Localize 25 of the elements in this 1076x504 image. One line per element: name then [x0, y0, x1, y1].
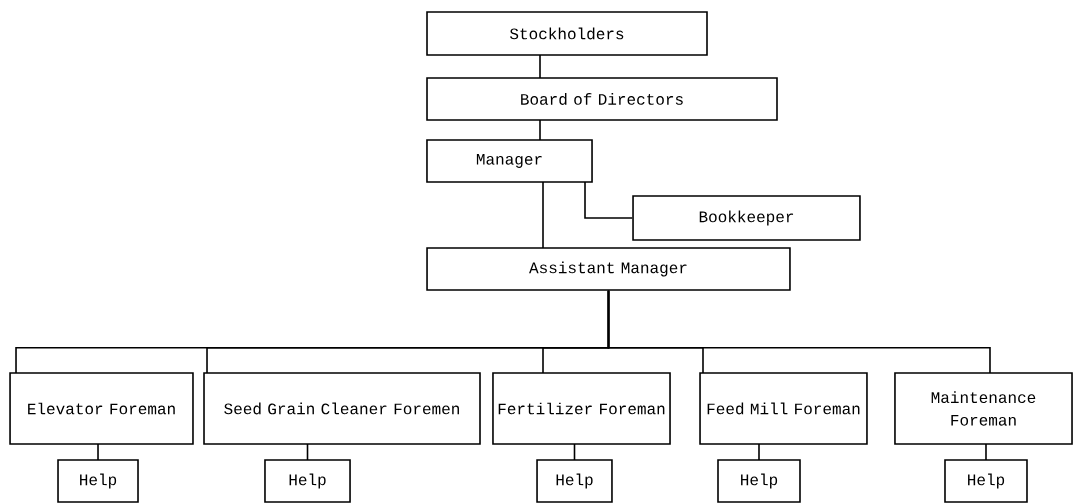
org-box: Assistant Manager — [426, 247, 791, 291]
connector-line — [539, 54, 541, 79]
connector-line — [607, 290, 991, 374]
connector-line — [985, 443, 987, 461]
connector-line — [97, 443, 99, 461]
org-box: Help — [57, 459, 139, 503]
org-box: Help — [717, 459, 801, 503]
org-box: Manager — [426, 139, 593, 183]
connector-line — [306, 443, 309, 461]
org-box: Feed Mill Foreman — [699, 372, 868, 445]
connector-line — [539, 119, 541, 141]
org-box: Help — [536, 459, 613, 503]
org-box: Board of Directors — [426, 77, 778, 121]
connector-line — [584, 181, 634, 219]
org-box: Stockholders — [426, 11, 708, 56]
org-box: Fertilizer Foreman — [492, 372, 671, 445]
org-box: Elevator Foreman — [9, 372, 194, 445]
org-box: Maintenance Foreman — [894, 372, 1073, 445]
org-box: Seed Grain Cleaner Foremen — [203, 372, 481, 445]
connector-line — [758, 443, 760, 461]
connector-line — [573, 443, 576, 461]
org-box: Help — [264, 459, 351, 503]
org-box: Help — [944, 459, 1028, 503]
connector-line — [542, 181, 544, 249]
org-box: Bookkeeper — [632, 195, 861, 241]
